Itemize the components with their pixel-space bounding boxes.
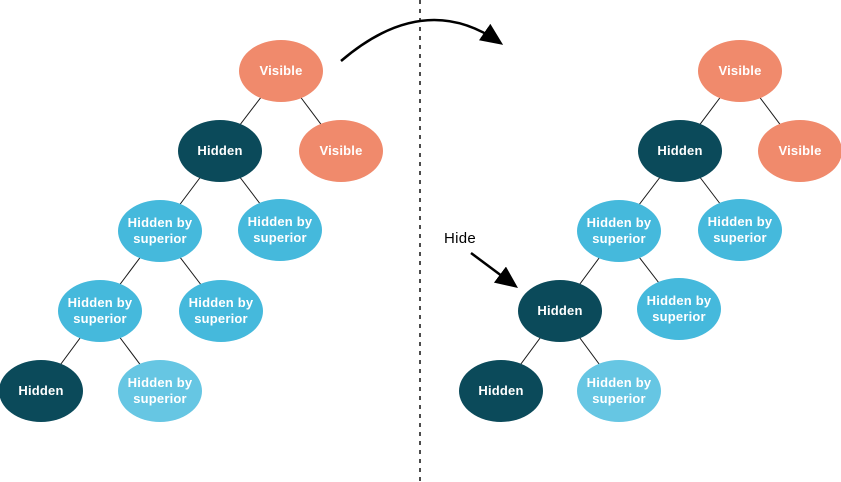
node-label: Visible	[778, 142, 822, 158]
left-tree-node-hidden-by-superior: Hidden by superior	[58, 280, 142, 342]
left-tree-node-visible: Visible	[299, 120, 383, 182]
left-tree-node-hidden-by-superior: Hidden by superior	[179, 280, 263, 342]
hide-pointer-arrow-icon	[470, 251, 519, 288]
node-label: Hidden by superior	[127, 374, 193, 406]
right-tree-node-hidden-by-superior: Hidden by superior	[698, 199, 782, 261]
node-label: Hidden by superior	[127, 214, 193, 246]
left-tree-node-hidden-by-superior: Hidden by superior	[238, 199, 322, 261]
node-label: Hidden by superior	[188, 294, 254, 326]
node-label: Visible	[259, 62, 303, 78]
right-tree-node-hidden-by-superior: Hidden by superior	[577, 200, 661, 262]
right-tree-node-visible: Visible	[758, 120, 841, 182]
node-label: Hidden	[197, 142, 243, 158]
node-label: Visible	[319, 142, 363, 158]
right-tree-node-hidden-by-superior-leaf: Hidden by superior	[577, 360, 661, 422]
node-label: Hidden by superior	[586, 214, 652, 246]
node-label: Hidden	[657, 142, 703, 158]
right-tree-node-hidden: Hidden	[638, 120, 722, 182]
right-tree-node-hidden-by-superior: Hidden by superior	[637, 278, 721, 340]
node-label: Hidden by superior	[707, 213, 773, 245]
node-label: Hidden by superior	[646, 292, 712, 324]
left-tree-node-hidden-by-superior: Hidden by superior	[118, 200, 202, 262]
node-label: Hidden	[478, 382, 524, 398]
node-label: Hidden by superior	[586, 374, 652, 406]
node-label: Hidden by superior	[247, 213, 313, 245]
left-tree-node-hidden-leaf: Hidden	[0, 360, 83, 422]
hide-annotation-label: Hide	[444, 230, 477, 247]
transition-curved-arrow-icon	[340, 18, 504, 62]
left-tree-node-hidden-by-superior-leaf: Hidden by superior	[118, 360, 202, 422]
node-label: Hidden by superior	[67, 294, 133, 326]
node-label: Hidden	[537, 302, 583, 318]
right-tree-node-hidden-target: Hidden	[518, 280, 602, 342]
left-tree-node-hidden: Hidden	[178, 120, 262, 182]
left-tree-node-visible-root: Visible	[239, 40, 323, 102]
right-tree-node-hidden-leaf: Hidden	[459, 360, 543, 422]
node-label: Hidden	[18, 382, 64, 398]
right-tree-node-visible-root: Visible	[698, 40, 782, 102]
node-label: Visible	[718, 62, 762, 78]
